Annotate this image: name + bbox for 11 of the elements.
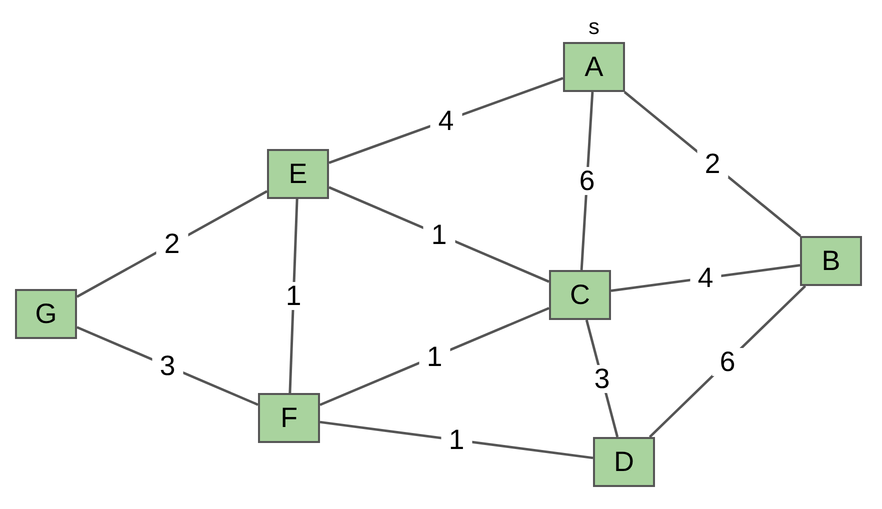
connector-line <box>320 420 594 460</box>
node-box: A <box>563 42 625 92</box>
edge-label: 6 <box>712 348 744 376</box>
node-box: D <box>593 437 655 487</box>
node-box: B <box>800 236 862 286</box>
edge-label: 2 <box>696 150 728 178</box>
node-box: G <box>15 289 77 339</box>
node-box: F <box>258 393 320 443</box>
node-box: E <box>267 149 329 199</box>
node-box: C <box>549 270 611 320</box>
node-caption: s <box>588 16 600 38</box>
